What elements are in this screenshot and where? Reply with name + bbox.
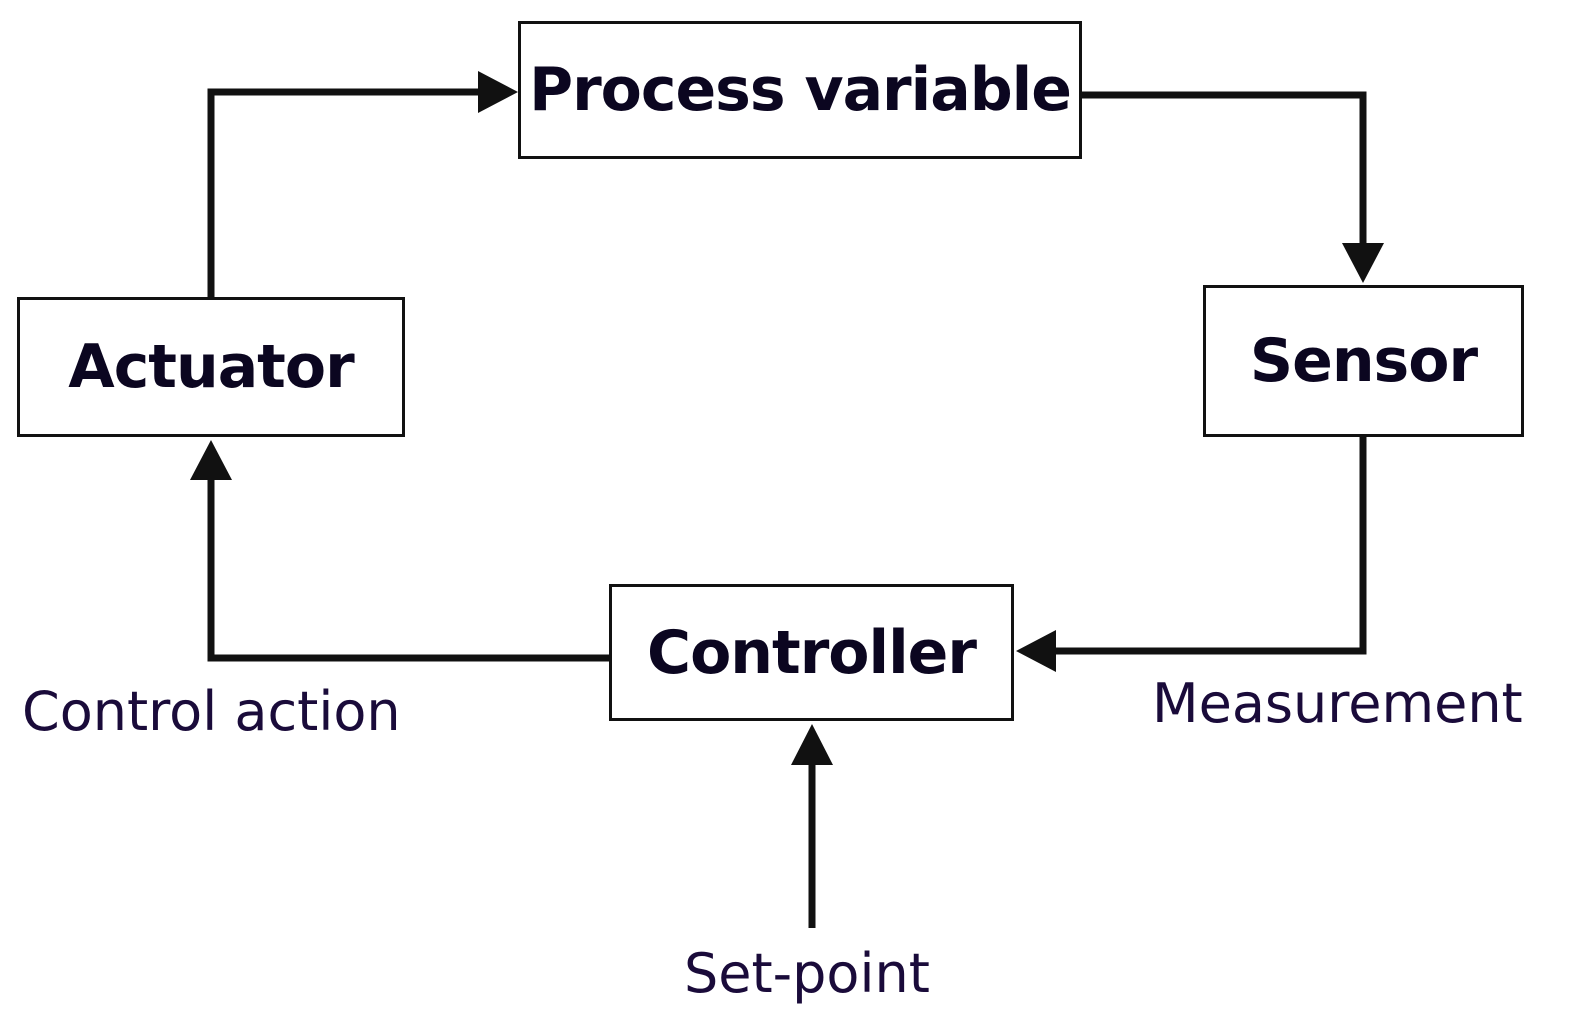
arrowhead-into-sensor (1342, 243, 1384, 283)
measurement-label: Measurement (1152, 672, 1523, 735)
arrowhead-setpoint-into-controller (791, 724, 833, 765)
controller-node: Controller (609, 584, 1014, 721)
edge-controller-to-actuator (207, 476, 609, 662)
controller-label: Controller (647, 617, 977, 688)
control-action-label: Control action (22, 680, 401, 743)
sensor-label: Sensor (1249, 326, 1478, 396)
arrowhead-into-controller (1016, 630, 1056, 672)
sensor-node: Sensor (1203, 285, 1524, 437)
process-variable-node: Process variable (518, 21, 1082, 159)
edge-actuator-to-process (207, 88, 482, 297)
process-variable-label: Process variable (529, 55, 1072, 125)
edge-sensor-to-controller (1054, 437, 1367, 655)
edge-process-to-sensor (1082, 91, 1367, 248)
actuator-node: Actuator (17, 297, 405, 437)
arrowhead-into-process (478, 71, 518, 113)
set-point-label: Set-point (684, 942, 930, 1005)
actuator-label: Actuator (68, 332, 354, 402)
arrowhead-into-actuator (190, 440, 232, 480)
